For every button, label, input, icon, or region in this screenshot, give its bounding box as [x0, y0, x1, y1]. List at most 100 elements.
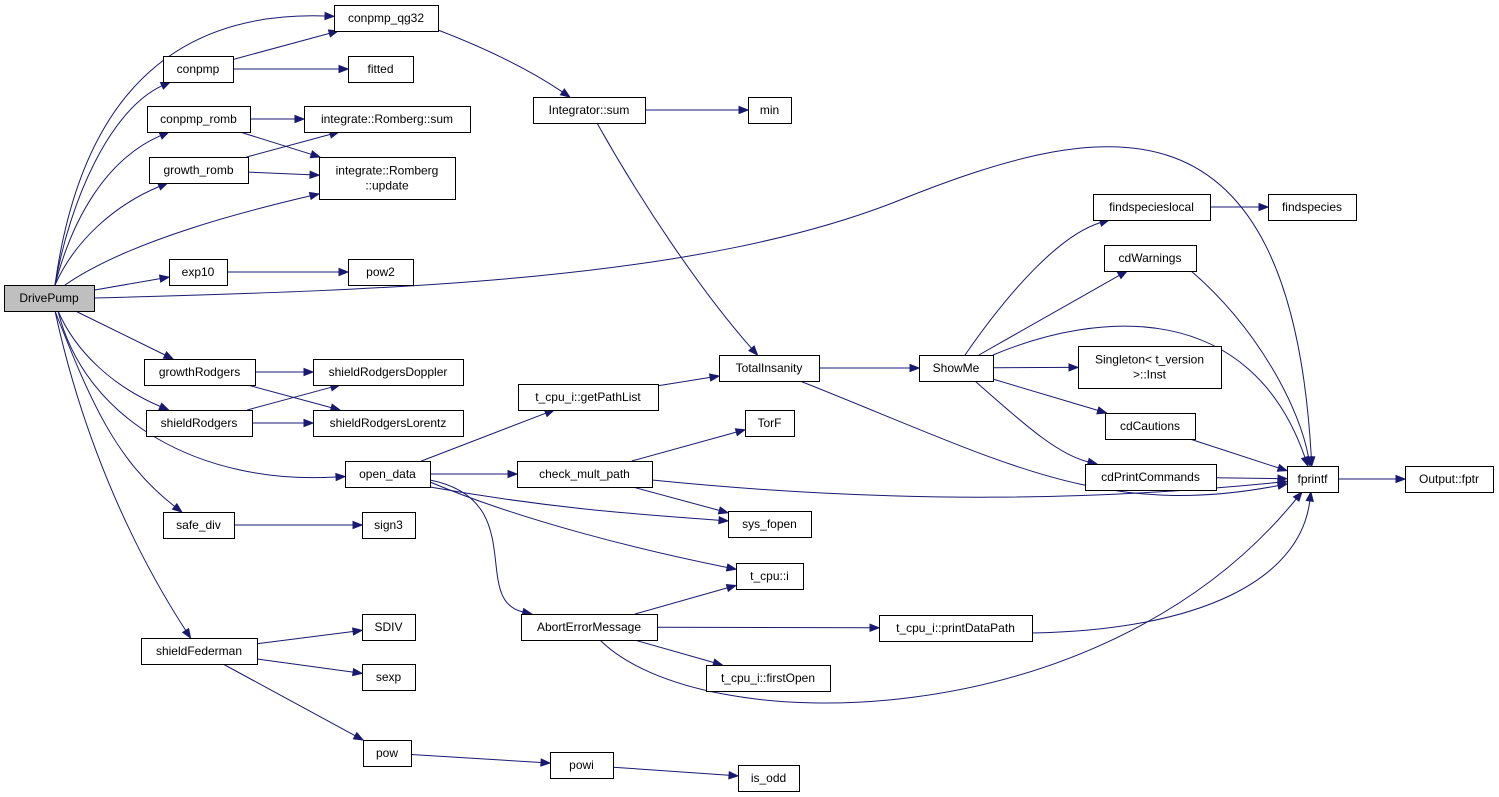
node-box — [163, 512, 235, 539]
node-shieldRodgersDoppler[interactable]: shieldRodgersDoppler — [313, 359, 464, 386]
node-box — [348, 56, 414, 83]
call-edge-shieldFederman-to-SDIV — [256, 631, 354, 645]
node-Integrator_sum[interactable]: Integrator::sum — [533, 97, 646, 124]
call-graph-edges — [54, 11, 1407, 780]
edge-arrowhead — [718, 515, 730, 525]
node-conpmp_romb[interactable]: conpmp_romb — [147, 106, 251, 133]
edge-arrowhead — [725, 563, 738, 572]
call-edge-Integrator_sum-to-TotalInsanity — [596, 122, 752, 349]
node-Singleton_t_version_Inst[interactable]: Singleton< t_version>::Inst — [1078, 346, 1222, 389]
node-integrate_romberg_sum[interactable]: integrate::Romberg::sum — [304, 106, 471, 133]
edge-arrowhead — [712, 658, 724, 667]
node-shieldFederman[interactable]: shieldFederman — [141, 638, 258, 665]
call-edge-DrivePump-to-conpmp_romb — [54, 135, 161, 286]
call-edge-t_cpu_i_getPathList-to-TotalInsanity — [657, 376, 711, 387]
node-cdPrintCommands[interactable]: cdPrintCommands — [1085, 464, 1217, 491]
node-box — [141, 638, 258, 665]
node-pow[interactable]: pow — [363, 740, 412, 767]
node-check_mult_path[interactable]: check_mult_path — [517, 461, 653, 488]
edge-arrowhead — [338, 64, 350, 74]
node-DrivePump[interactable]: DrivePump — [4, 285, 95, 312]
edge-arrowhead — [157, 182, 169, 191]
node-box — [313, 410, 464, 437]
node-box — [919, 355, 994, 382]
node-box — [146, 410, 253, 437]
call-edge-open_data-to-AbortErrorMessage — [429, 479, 524, 613]
node-findspecieslocal[interactable]: findspecieslocal — [1093, 194, 1211, 221]
node-fitted[interactable]: fitted — [348, 56, 414, 83]
node-label: conpmp_romb — [160, 112, 237, 126]
node-label: exp10 — [182, 265, 215, 279]
node-Output_fptr[interactable]: Output::fptr — [1405, 466, 1494, 493]
edge-arrowhead — [309, 150, 322, 159]
node-label: findspecies — [1282, 200, 1342, 214]
node-findspecies[interactable]: findspecies — [1268, 194, 1357, 221]
call-edge-growthRodgers-to-shieldRodgersLorentz — [247, 384, 332, 409]
node-t_cpu_i_firstOpen[interactable]: t_cpu_i::firstOpen — [706, 665, 831, 692]
call-edge-check_mult_path-to-sys_fopen — [632, 486, 720, 511]
node-cdWarnings[interactable]: cdWarnings — [1104, 245, 1197, 272]
node-shieldRodgers[interactable]: shieldRodgers — [146, 410, 253, 437]
node-label: shieldFederman — [156, 644, 242, 658]
node-fprintf[interactable]: fprintf — [1287, 466, 1339, 493]
node-safe_div[interactable]: safe_div — [163, 512, 235, 539]
edge-arrowhead — [1277, 474, 1289, 483]
node-exp10[interactable]: exp10 — [169, 259, 228, 286]
node-label: fprintf — [1297, 472, 1328, 486]
node-min[interactable]: min — [748, 97, 792, 124]
node-shieldRodgersLorentz[interactable]: shieldRodgersLorentz — [313, 410, 464, 437]
node-sys_fopen[interactable]: sys_fopen — [728, 511, 812, 538]
node-label: pow — [376, 746, 398, 760]
node-label: ::update — [365, 179, 409, 193]
call-edge-conpmp_romb-to-integrate_romberg_update — [239, 131, 312, 155]
node-label: Output::fptr — [1419, 472, 1479, 486]
node-ShowMe[interactable]: ShowMe — [919, 355, 994, 382]
node-box — [345, 461, 431, 488]
edge-arrowhead — [309, 170, 321, 179]
node-AbortErrorMessage[interactable]: AbortErrorMessage — [521, 614, 658, 641]
node-t_cpu_i[interactable]: t_cpu::i — [736, 563, 804, 590]
node-integrate_romberg_update[interactable]: integrate::Romberg::update — [319, 157, 456, 200]
node-TotalInsanity[interactable]: TotalInsanity — [719, 355, 820, 382]
node-SDIV[interactable]: SDIV — [362, 614, 416, 641]
call-edge-shieldRodgers-to-shieldRodgersDoppler — [247, 386, 332, 411]
call-edge-DrivePump-to-exp10 — [93, 278, 161, 291]
edge-arrowhead — [507, 469, 519, 479]
edge-arrowhead — [869, 623, 881, 632]
node-box — [550, 752, 614, 779]
node-sign3[interactable]: sign3 — [362, 512, 416, 539]
node-conpmp_qg32[interactable]: conpmp_qg32 — [334, 5, 439, 32]
call-edge-DrivePump-to-shieldRodgers — [57, 310, 161, 407]
node-is_odd[interactable]: is_odd — [738, 765, 800, 792]
call-edge-conpmp-to-conpmp_qg32 — [232, 32, 330, 60]
node-cdCautions[interactable]: cdCautions — [1105, 413, 1196, 440]
node-box — [748, 97, 792, 124]
node-box — [736, 563, 804, 590]
call-edge-DrivePump-to-integrate_romberg_update — [64, 195, 311, 286]
node-sexp[interactable]: sexp — [362, 664, 416, 691]
edge-arrowhead — [1276, 481, 1289, 490]
node-label: t_cpu_i::getPathList — [535, 390, 641, 404]
node-growthRodgers[interactable]: growthRodgers — [144, 359, 256, 386]
node-box — [163, 56, 234, 83]
node-TorF[interactable]: TorF — [745, 410, 795, 437]
node-pow2[interactable]: pow2 — [348, 259, 414, 286]
node-growth_romb[interactable]: growth_romb — [149, 157, 249, 184]
call-edge-DrivePump-to-safe_div — [54, 310, 176, 507]
edge-arrowhead — [308, 191, 321, 201]
node-label: shieldRodgersLorentz — [330, 416, 447, 430]
node-t_cpu_i_getPathList[interactable]: t_cpu_i::getPathList — [518, 384, 659, 411]
node-label: t_cpu_i::printDataPath — [896, 621, 1015, 635]
edge-arrowhead — [162, 351, 175, 360]
edge-arrowhead — [158, 274, 171, 283]
node-label: cdPrintCommands — [1101, 470, 1200, 484]
node-label: sexp — [376, 670, 402, 684]
node-t_cpu_i_printDataPath[interactable]: t_cpu_i::printDataPath — [879, 615, 1033, 642]
node-open_data[interactable]: open_data — [345, 461, 431, 488]
node-powi[interactable]: powi — [550, 752, 614, 779]
call-edge-conpmp_qg32-to-Integrator_sum — [437, 29, 563, 93]
node-conpmp[interactable]: conpmp — [163, 56, 234, 83]
node-box — [144, 359, 256, 386]
node-label: sys_fopen — [742, 517, 797, 531]
edge-arrowhead — [748, 345, 759, 357]
